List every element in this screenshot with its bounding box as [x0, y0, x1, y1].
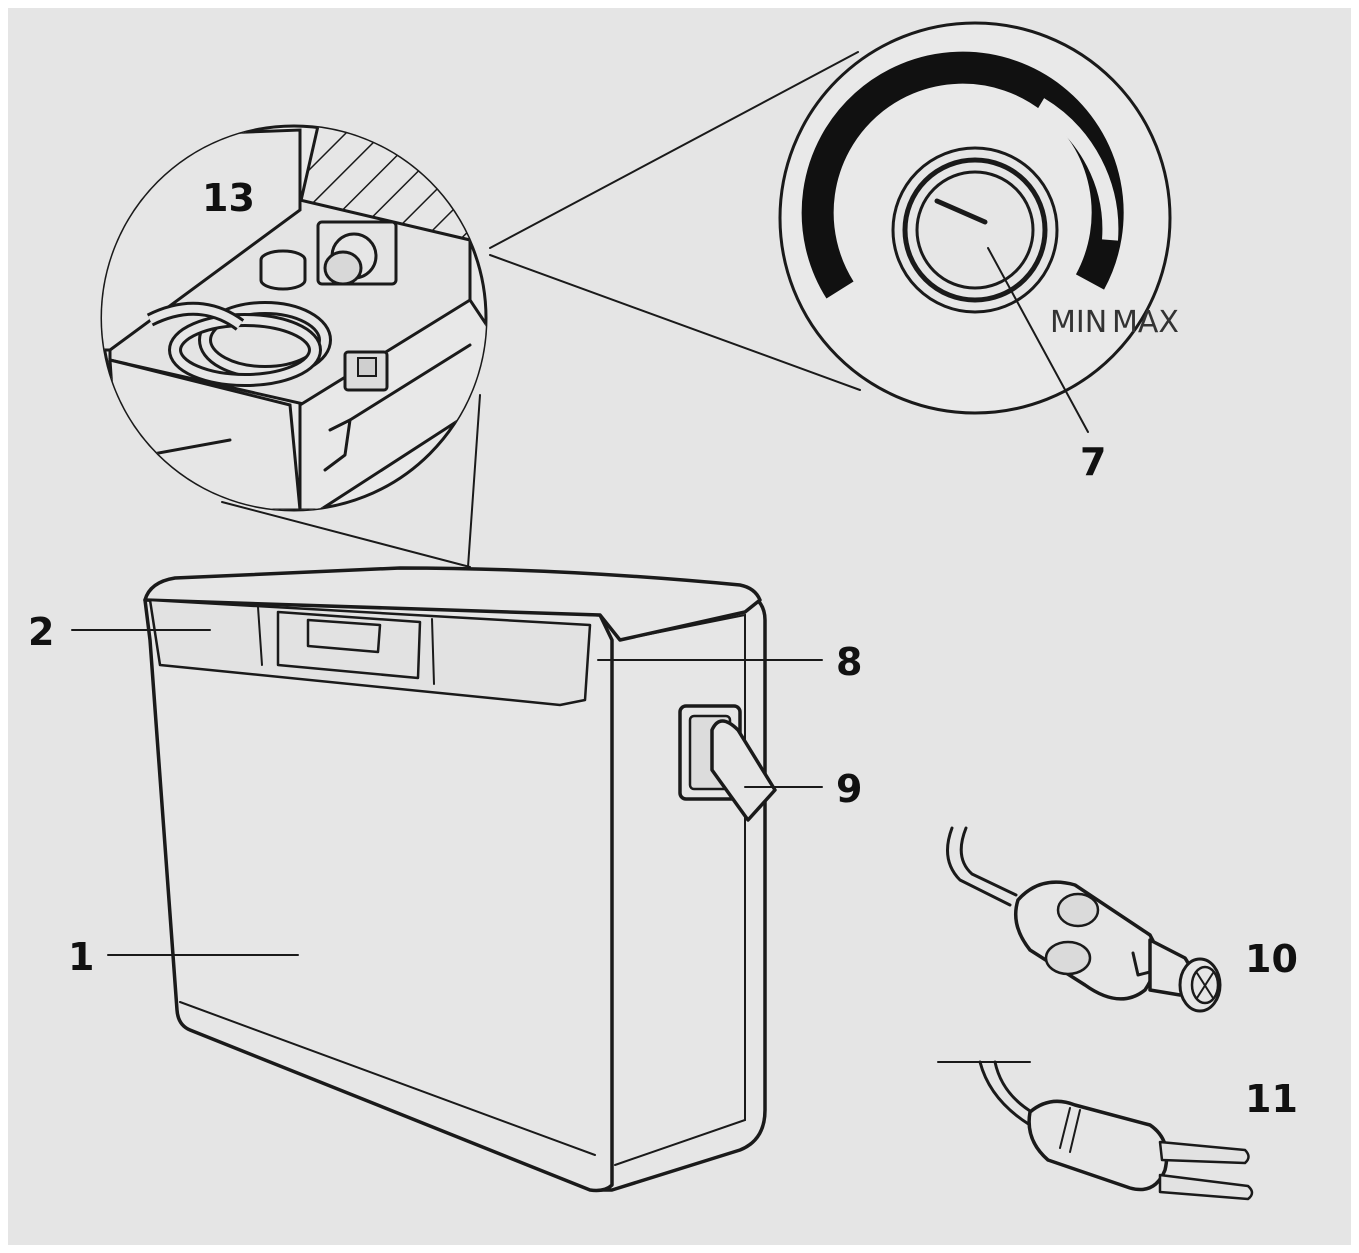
display-screen: [306, 618, 382, 654]
callout-10-label: 10: [1245, 937, 1298, 981]
callout-2-label: 2: [28, 610, 54, 654]
thermostat-dial-detail: MIN MAX 7: [778, 21, 1179, 484]
zoom-connector-lines: [221, 51, 861, 568]
callout-leaders: [71, 629, 823, 956]
car-plug-12v: [946, 826, 1222, 1013]
dial-min-label: MIN: [1050, 305, 1107, 340]
callout-1-label: 1: [68, 935, 94, 979]
callout-9-label: 9: [836, 767, 862, 811]
carry-handle: [710, 719, 777, 822]
callout-8-label: 8: [836, 640, 862, 684]
dial-pointer: [934, 198, 988, 225]
cooler-box: [143, 566, 777, 1193]
callout-13-label: 13: [202, 176, 255, 220]
mains-plug-230v: [937, 1060, 1254, 1201]
callout-11-label: 11: [1245, 1077, 1298, 1121]
callout-7-label: 7: [1080, 440, 1106, 484]
dial-max-label: MAX: [1112, 305, 1179, 340]
